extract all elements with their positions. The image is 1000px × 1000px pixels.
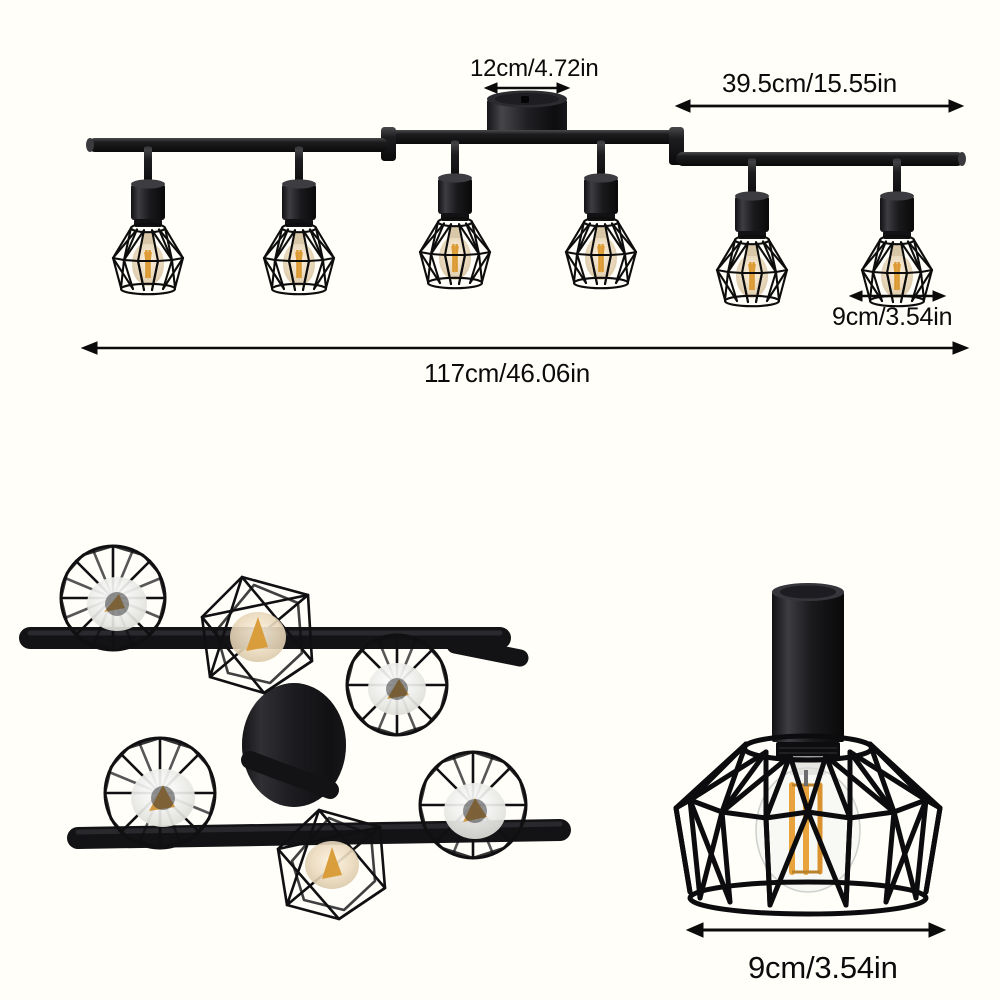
- perspective-shade-6: [418, 750, 528, 860]
- dimension-label-total-length: 117cm/46.06in: [424, 358, 591, 388]
- ceiling-canopy: [487, 90, 567, 144]
- dimension-label-arm-length: 39.5cm/15.55in: [722, 68, 897, 98]
- dimension-arrow-canopy: [483, 82, 571, 94]
- dimension-label-shade-width-detail: 9cm/3.54in: [748, 950, 898, 985]
- detail-socket: [772, 583, 844, 760]
- dimension-arrows: [80, 82, 970, 938]
- perspective-fixture-view: [19, 544, 571, 921]
- dimension-label-canopy-width: 12cm/4.72in: [470, 55, 599, 82]
- lamp-head-3: [418, 140, 492, 290]
- lamp-head-4: [564, 140, 638, 290]
- arm-joint-left: [381, 127, 396, 161]
- perspective-shade-2: [200, 575, 314, 695]
- lamp-head-6: [860, 158, 934, 308]
- perspective-shade-1: [59, 544, 167, 652]
- detail-cage: [673, 733, 943, 917]
- lamp-head-1: [111, 146, 185, 296]
- track-bar-center: [388, 130, 676, 144]
- perspective-shade-3: [345, 633, 449, 737]
- lamp-head-5: [715, 158, 789, 308]
- perspective-shade-5: [276, 808, 387, 921]
- dimension-arrow-shade-detail: [685, 922, 947, 938]
- single-shade-detail: [673, 583, 943, 917]
- dimension-arrow-total: [80, 341, 970, 355]
- track-bar-right: [676, 152, 966, 166]
- track-bar-left: [86, 138, 388, 152]
- elevation-fixture: [86, 90, 966, 308]
- lamp-head-2: [262, 146, 336, 296]
- dimension-label-shade-width-top: 9cm/3.54in: [832, 303, 953, 331]
- detail-bulb: [755, 756, 861, 893]
- dimension-arrow-arm: [674, 99, 965, 113]
- perspective-shade-4: [103, 736, 217, 850]
- dimension-arrow-shade-top: [848, 290, 947, 302]
